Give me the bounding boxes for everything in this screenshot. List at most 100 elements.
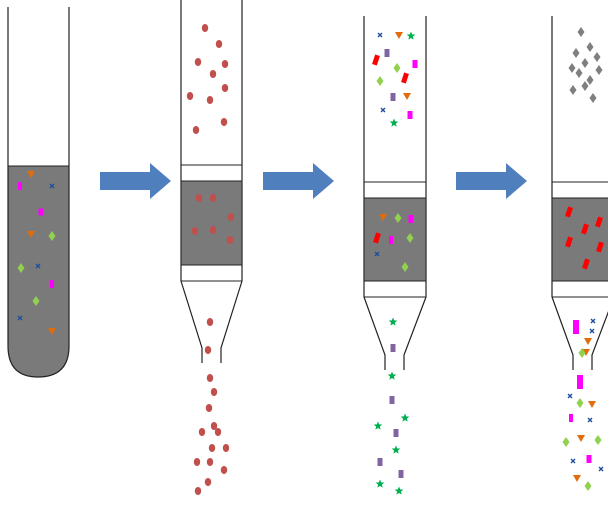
orange-particle (27, 171, 35, 178)
gray-particle (572, 48, 580, 58)
green-particle (373, 421, 383, 430)
column-2 (363, 16, 427, 370)
red-particle (209, 226, 217, 234)
red-particle (198, 428, 206, 436)
column-3 (551, 16, 608, 370)
magenta-particle (573, 320, 579, 334)
lime-particle (48, 231, 56, 241)
blue-particle (377, 32, 383, 38)
gel-bed (363, 197, 427, 282)
orange-particle (582, 349, 590, 356)
green-particle (391, 445, 401, 454)
gray-particle (581, 58, 589, 68)
red-particle (194, 487, 202, 495)
orange-particle (48, 328, 56, 335)
orange-particle (379, 214, 387, 221)
red-particle (222, 444, 230, 452)
red-particle (191, 227, 199, 235)
gray-particle (568, 63, 576, 73)
gray-particle (586, 75, 594, 85)
red-large-particle (565, 236, 573, 248)
red-particle (226, 236, 234, 244)
red-particle (209, 194, 217, 202)
tubes-layer (7, 0, 608, 378)
gray-particle (595, 65, 603, 75)
lime-particle (394, 213, 402, 223)
blue-particle (590, 318, 596, 324)
orange-particle (27, 231, 35, 238)
gray-particle (577, 27, 585, 37)
red-particle (227, 213, 235, 221)
green-particle (400, 413, 410, 422)
red-particle (205, 404, 213, 412)
red-particle (206, 96, 214, 104)
red-large-particle (373, 232, 381, 244)
red-particle (206, 318, 214, 326)
red-particle (193, 458, 201, 466)
green-particle (375, 479, 385, 488)
gray-particle (586, 42, 594, 52)
red-particle (204, 346, 212, 354)
purple-particle (377, 458, 383, 466)
blue-particle (570, 458, 576, 464)
step-arrow-2 (263, 163, 334, 199)
lime-particle (17, 263, 25, 273)
red-particle (195, 194, 203, 202)
orange-particle (573, 475, 581, 482)
red-large-particle (401, 72, 409, 84)
blue-particle (598, 466, 604, 472)
magenta-particle (50, 280, 54, 288)
blue-particle (567, 393, 573, 399)
purple-particle (390, 93, 396, 101)
magenta-particle (577, 375, 583, 389)
lime-particle (393, 63, 401, 73)
purple-particle (398, 470, 404, 478)
magenta-particle (407, 111, 413, 119)
orange-particle (577, 435, 585, 442)
red-particle (206, 374, 214, 382)
step-arrow-1 (100, 163, 171, 199)
blue-particle (589, 328, 595, 334)
red-large-particle (595, 216, 603, 228)
lime-particle (376, 76, 384, 86)
lime-particle (32, 296, 40, 306)
green-particle (387, 371, 397, 380)
particles-layer (17, 24, 604, 495)
red-particle (215, 40, 223, 48)
lime-particle (584, 481, 592, 491)
magenta-particle (38, 208, 44, 216)
gray-particle (575, 68, 583, 78)
purple-particle (389, 396, 395, 404)
red-particle (201, 24, 209, 32)
funnel-outlet (180, 280, 243, 363)
red-particle (221, 60, 229, 68)
red-large-particle (581, 223, 589, 235)
magenta-particle (408, 215, 414, 223)
purple-particle (393, 429, 399, 437)
red-particle (186, 92, 194, 100)
funnel-outlet (551, 296, 608, 370)
gel-bed (180, 180, 243, 266)
lime-particle (594, 435, 602, 445)
red-large-particle (582, 258, 590, 270)
step-arrow-3 (456, 163, 527, 199)
funnel-outlet (363, 296, 427, 370)
lime-particle (562, 437, 570, 447)
red-particle (214, 428, 222, 436)
orange-particle (584, 338, 592, 345)
purple-particle (390, 344, 396, 352)
orange-particle (403, 93, 411, 100)
gray-particle (589, 93, 597, 103)
green-particle (388, 317, 398, 326)
blue-particle (17, 315, 23, 321)
purple-particle (384, 49, 390, 57)
blue-particle (49, 183, 55, 189)
red-particle (208, 444, 216, 452)
red-particle (210, 388, 218, 396)
sample-tube-outline (7, 7, 70, 378)
red-particle (204, 478, 212, 486)
green-particle (394, 486, 404, 495)
magenta-particle (569, 414, 573, 422)
gray-particle (593, 52, 601, 62)
